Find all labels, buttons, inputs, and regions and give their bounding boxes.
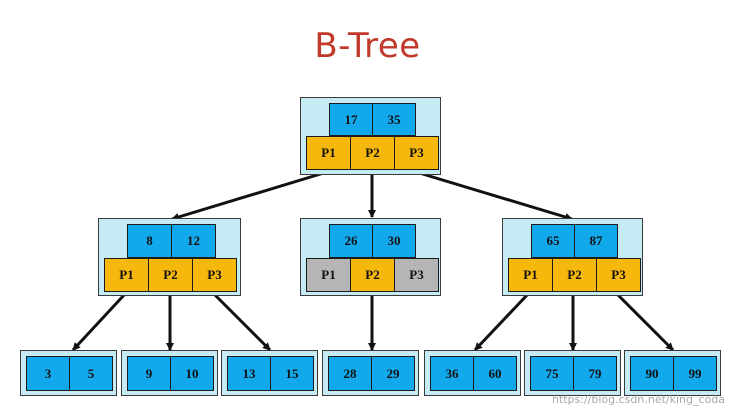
internal-2-pointer-2: P2: [350, 258, 395, 292]
edge-n1-p3: [212, 292, 272, 352]
leaf-1-key-1: 3: [26, 356, 70, 391]
leaf-node-2: 9 10: [121, 350, 218, 396]
edge-n3-p3: [615, 292, 675, 352]
root-node: 17 35 P1 P2 P3: [300, 97, 441, 175]
internal-1-key-1: 8: [127, 224, 172, 258]
internal-1-pointer-1: P1: [104, 258, 149, 292]
root-pointer-1: P1: [306, 136, 351, 170]
leaf-5-key-2: 60: [473, 356, 517, 391]
internal-node-3: 65 87 P1 P2 P3: [502, 218, 643, 296]
leaf-4-key-1: 28: [328, 356, 372, 391]
root-pointer-3: P3: [394, 136, 439, 170]
leaf-node-3: 13 15: [221, 350, 318, 396]
edge-root-p3: [415, 170, 573, 221]
internal-1-pointer-3: P3: [192, 258, 237, 292]
internal-3-pointer-3: P3: [596, 258, 641, 292]
diagram-title: B-Tree: [314, 26, 421, 66]
internal-3-key-2: 87: [574, 224, 618, 258]
root-key-1: 17: [329, 103, 373, 136]
leaf-7-key-2: 99: [673, 356, 717, 391]
leaf-1-key-2: 5: [69, 356, 113, 391]
internal-2-key-1: 26: [329, 224, 373, 258]
leaf-6-key-2: 79: [573, 356, 617, 391]
internal-3-pointer-1: P1: [508, 258, 553, 292]
internal-3-key-1: 65: [531, 224, 575, 258]
internal-2-pointer-1: P1: [306, 258, 351, 292]
leaf-6-key-1: 75: [530, 356, 574, 391]
leaf-3-key-2: 15: [270, 356, 314, 391]
root-key-2: 35: [372, 103, 416, 136]
internal-node-1: 8 12 P1 P2 P3: [98, 218, 241, 296]
internal-3-pointer-2: P2: [552, 258, 597, 292]
internal-node-2: 26 30 P1 P2 P3: [300, 218, 441, 296]
leaf-node-6: 75 79: [524, 350, 621, 396]
watermark: https://blog.csdn.net/king_coda: [551, 393, 725, 406]
leaf-2-key-1: 9: [127, 356, 171, 391]
internal-1-key-2: 12: [171, 224, 216, 258]
internal-1-pointer-2: P2: [148, 258, 193, 292]
leaf-3-key-1: 13: [227, 356, 271, 391]
internal-2-pointer-3: P3: [394, 258, 439, 292]
leaf-node-4: 28 29: [322, 350, 419, 396]
edge-root-p1: [171, 170, 328, 221]
leaf-node-5: 36 60: [424, 350, 521, 396]
leaf-node-1: 3 5: [20, 350, 117, 396]
leaf-4-key-2: 29: [371, 356, 415, 391]
edge-n1-p1: [71, 292, 127, 352]
root-pointer-2: P2: [350, 136, 395, 170]
leaf-node-7: 90 99: [624, 350, 721, 396]
edge-n3-p1: [473, 292, 530, 352]
leaf-2-key-2: 10: [170, 356, 214, 391]
leaf-5-key-1: 36: [430, 356, 474, 391]
internal-2-key-2: 30: [372, 224, 416, 258]
leaf-7-key-1: 90: [630, 356, 674, 391]
